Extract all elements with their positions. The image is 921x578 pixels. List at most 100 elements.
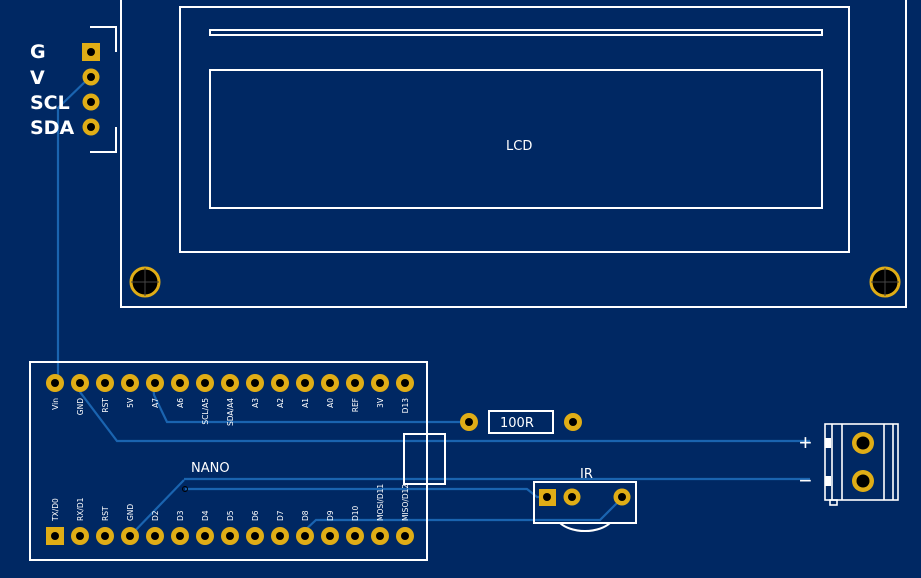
nano-top-pin-ref: REF [346,374,364,412]
drill-hole [126,379,134,387]
drill-hole [276,379,284,387]
nano-top-pin-a3: A3 [246,374,264,408]
nano-top-pin-label: 3V [376,397,385,408]
nano-bottom-pin-d10: D10 [346,505,364,545]
nano-top-pin-a2: A2 [271,374,289,408]
nano-top-pin-3v: 3V [371,374,389,408]
drill-hole [176,379,184,387]
drill-hole [618,493,626,501]
drill-hole [856,436,870,450]
nano-top-pin-gnd: GND [71,374,89,415]
drill-hole [251,532,259,540]
nano-top-pin-label: A0 [326,398,335,408]
nano-top-pin-sda-a4: SDA/A4 [221,374,239,426]
drill-hole [101,379,109,387]
nano-bottom-pin-label: RST [101,506,110,521]
drill-hole [401,379,409,387]
trace-ir-signal [185,487,545,499]
drill-hole [326,532,334,540]
nano-top-pin-label: A7 [151,398,160,408]
nano-bottom-pin-rx-d1: RX/D1 [71,497,89,545]
nano-top-pin-label: RST [101,398,110,413]
lcd-display-area [209,69,823,209]
nano-bottom-pin-label: D7 [276,510,285,521]
nano-top-pin-rst: RST [96,374,114,413]
nano-bottom-pin-d4: D4 [196,510,214,545]
nano-bottom-pin-d3: D3 [171,510,189,545]
drill-hole [151,532,159,540]
drill-hole [465,418,473,426]
drill-hole [301,532,309,540]
nano-label: NANO [191,461,230,476]
drill-hole [51,379,59,387]
nano-bottom-pin-label: RX/D1 [76,497,85,521]
ir-lens-arc [559,522,611,532]
nano-bottom-pin-rst: RST [96,506,114,545]
nano-top-pin-label: A2 [276,398,285,408]
nano-bottom-pin-label: D4 [201,510,210,521]
jumper-outline [403,433,446,485]
ir-outline [533,481,637,524]
nano-top-pin-label: GND [76,398,85,415]
drill-hole [326,379,334,387]
nano-bottom-pin-label: D2 [151,510,160,521]
i2c-header: G V SCL SDA [30,26,117,153]
nano-top-pin-label: REF [351,398,360,412]
drill-hole [101,532,109,540]
drill-hole [376,379,384,387]
ir-sensor: IR [533,467,637,532]
nano-bottom-pin-label: D5 [226,510,235,521]
drill-hole [76,379,84,387]
drill-hole [376,532,384,540]
lcd-label: LCD [506,139,532,154]
nano-top-pin-label: 5V [126,397,135,408]
nano-top-pin-a1: A1 [296,374,314,408]
lcd-outline [120,0,907,308]
nano-bottom-pin-d7: D7 [271,510,289,545]
nano-bottom-pin-mosi-d11: MOSI/D11 [371,484,389,545]
nano-top-pin-label: A3 [251,398,260,408]
drill-hole [126,532,134,540]
nano-bottom-pin-d5: D5 [221,510,239,545]
nano-top-pin-label: Vin [51,398,60,410]
nano-bottom-pin-label: GND [126,504,135,521]
nano-top-pin-label: SCL/A5 [201,398,210,425]
nano-top-pin-label: D13 [401,398,410,414]
terminal-minus-label: − [799,468,812,493]
drill-hole [51,532,59,540]
nano-top-pin-5v: 5V [121,374,139,408]
drill-hole [569,418,577,426]
drill-hole [301,379,309,387]
nano-bottom-pin-gnd: GND [121,504,139,545]
drill-hole [543,493,551,501]
header-label-scl: SCL [30,92,70,114]
drill-hole [201,379,209,387]
drill-hole [568,493,576,501]
nano-top-pin-a6: A6 [171,374,189,408]
terminal-plus-label: + [799,430,812,455]
nano-bottom-pin-label: D10 [351,505,360,521]
drill-hole [151,379,159,387]
nano-bottom-pin-label: MISO/D12 [401,484,410,521]
drill-hole [251,379,259,387]
nano-bottom-pin-label: D9 [326,510,335,521]
trace-d8-ir [302,496,624,533]
nano-top-pin-a0: A0 [321,374,339,408]
resistor-label: 100R [500,416,534,431]
nano-top-pin-label: A1 [301,398,310,408]
terminal-outline [824,423,899,501]
nano-bottom-pin-label: MOSI/D11 [376,484,385,521]
header-label-v: V [30,67,45,89]
nano-top-pin-d13: D13 [396,374,414,413]
drill-hole [401,532,409,540]
nano-top-pin-vin: Vin [46,374,64,410]
lcd-mount-hole-right [869,266,901,298]
nano-outline [29,361,428,561]
lcd-top-bar [209,29,823,36]
nano-bottom-pin-label: D6 [251,510,260,521]
drill-hole [87,73,95,81]
lcd-bezel [179,6,850,253]
